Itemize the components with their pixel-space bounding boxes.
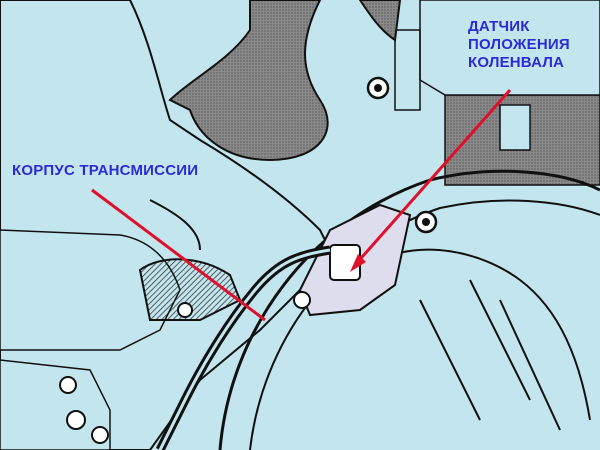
pointer-lines [91,89,512,322]
transmission-housing-outline [0,0,332,450]
shaded-hose [168,0,402,162]
crank-sensor-label-line-3: КОЛЕНВАЛА [468,54,565,71]
sensor-cable [155,245,331,450]
crank-sensor-label-line-2: ПОЛОЖЕНИЯ [468,36,570,53]
crank-sensor-label-line-1: ДАТЧИК [468,18,530,35]
hose-clamp [138,199,242,321]
crank-sensor-label: ДАТЧИК ПОЛОЖЕНИЯ КОЛЕНВАЛА [468,18,593,72]
engine-block-background [394,0,600,186]
transmission-housing-label: КОРПУС ТРАНСМИССИИ [12,162,199,179]
